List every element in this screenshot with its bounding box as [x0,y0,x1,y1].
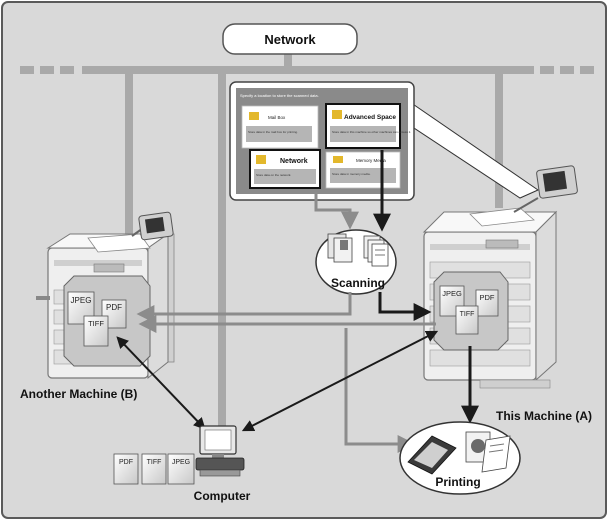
arrow-network-to-scanning [314,192,359,230]
jpeg-label-pc: JPEG [172,459,190,466]
tiff-label-a: TIFF [460,311,475,318]
panel-button-mail-box[interactable]: Mail Box Store data in the mail box for … [241,105,319,149]
mail-box-desc: Store data in the mail box for printing. [248,130,298,134]
network-label: Network [264,32,316,47]
tiff-file-icon-b: TIFF [83,315,109,347]
advanced-space-icon [332,110,342,119]
printed-output-icon [407,431,511,475]
pdf-label-b: PDF [106,303,122,312]
scanning-bubble: Scanning [315,229,397,295]
storage-box-a: JPEG PDF TIFF [433,271,509,351]
network-label-box: Network [222,23,358,55]
network-button-desc: Store data on the network. [256,173,291,177]
pdf-file-icon-pc: PDF [113,453,139,485]
network-bar [20,50,594,432]
another-machine-display [131,211,174,241]
memory-media-label: Memory Media [356,158,386,163]
tiff-label-b: TIFF [88,319,104,328]
pdf-file-icon-b: PDF [101,299,127,329]
network-button-label: Network [280,158,308,165]
this-machine-label: This Machine (A) [496,409,592,423]
mail-box-icon [249,112,259,120]
panel-button-memory-media[interactable]: Memory Media Store data in memory media. [325,151,401,189]
arrow-b-to-computer [116,336,206,430]
another-machine-label: Another Machine (B) [20,387,137,401]
tiff-file-icon-pc: TIFF [141,453,167,485]
jpeg-file-icon-pc: JPEG [167,453,195,485]
computer-files: PDF TIFF JPEG [113,453,195,485]
arrow-scanning-to-b [136,292,352,323]
advanced-space-label: Advanced Space [344,114,396,121]
memory-media-icon [333,156,343,163]
computer-label: Computer [194,489,251,503]
memory-media-desc: Store data in memory media. [332,172,371,176]
mail-box-label: Mail Box [268,115,286,120]
tiff-file-icon-a: TIFF [455,305,479,335]
scanning-label: Scanning [331,276,385,290]
computer-icon [195,425,245,477]
scanned-documents-icon [327,233,389,267]
storage-box-b: JPEG PDF TIFF [63,275,151,367]
advanced-space-desc: Store data in this machine so other mach… [332,130,411,134]
pdf-file-icon-a: PDF [475,289,499,317]
panel-button-advanced-space[interactable]: Advanced Space Store data in this machin… [325,103,411,149]
this-machine-display [513,165,578,213]
pdf-label-a: PDF [480,293,495,302]
touch-panel-screen: Specify a location to store the scanned … [229,81,415,201]
arrow-a-to-computer [241,330,439,432]
printing-label: Printing [435,475,480,489]
jpeg-label-a: JPEG [442,289,462,298]
tiff-label-pc: TIFF [147,459,162,466]
network-icon [256,155,266,164]
panel-button-network[interactable]: Network Store data on the network. [249,149,321,189]
arrow-scanning-to-a [378,292,432,321]
panel-header-text: Specify a location to store the scanned … [240,93,319,98]
jpeg-label-b: JPEG [71,296,92,305]
pdf-label-pc: PDF [119,459,133,466]
printing-bubble: Printing [399,421,521,495]
